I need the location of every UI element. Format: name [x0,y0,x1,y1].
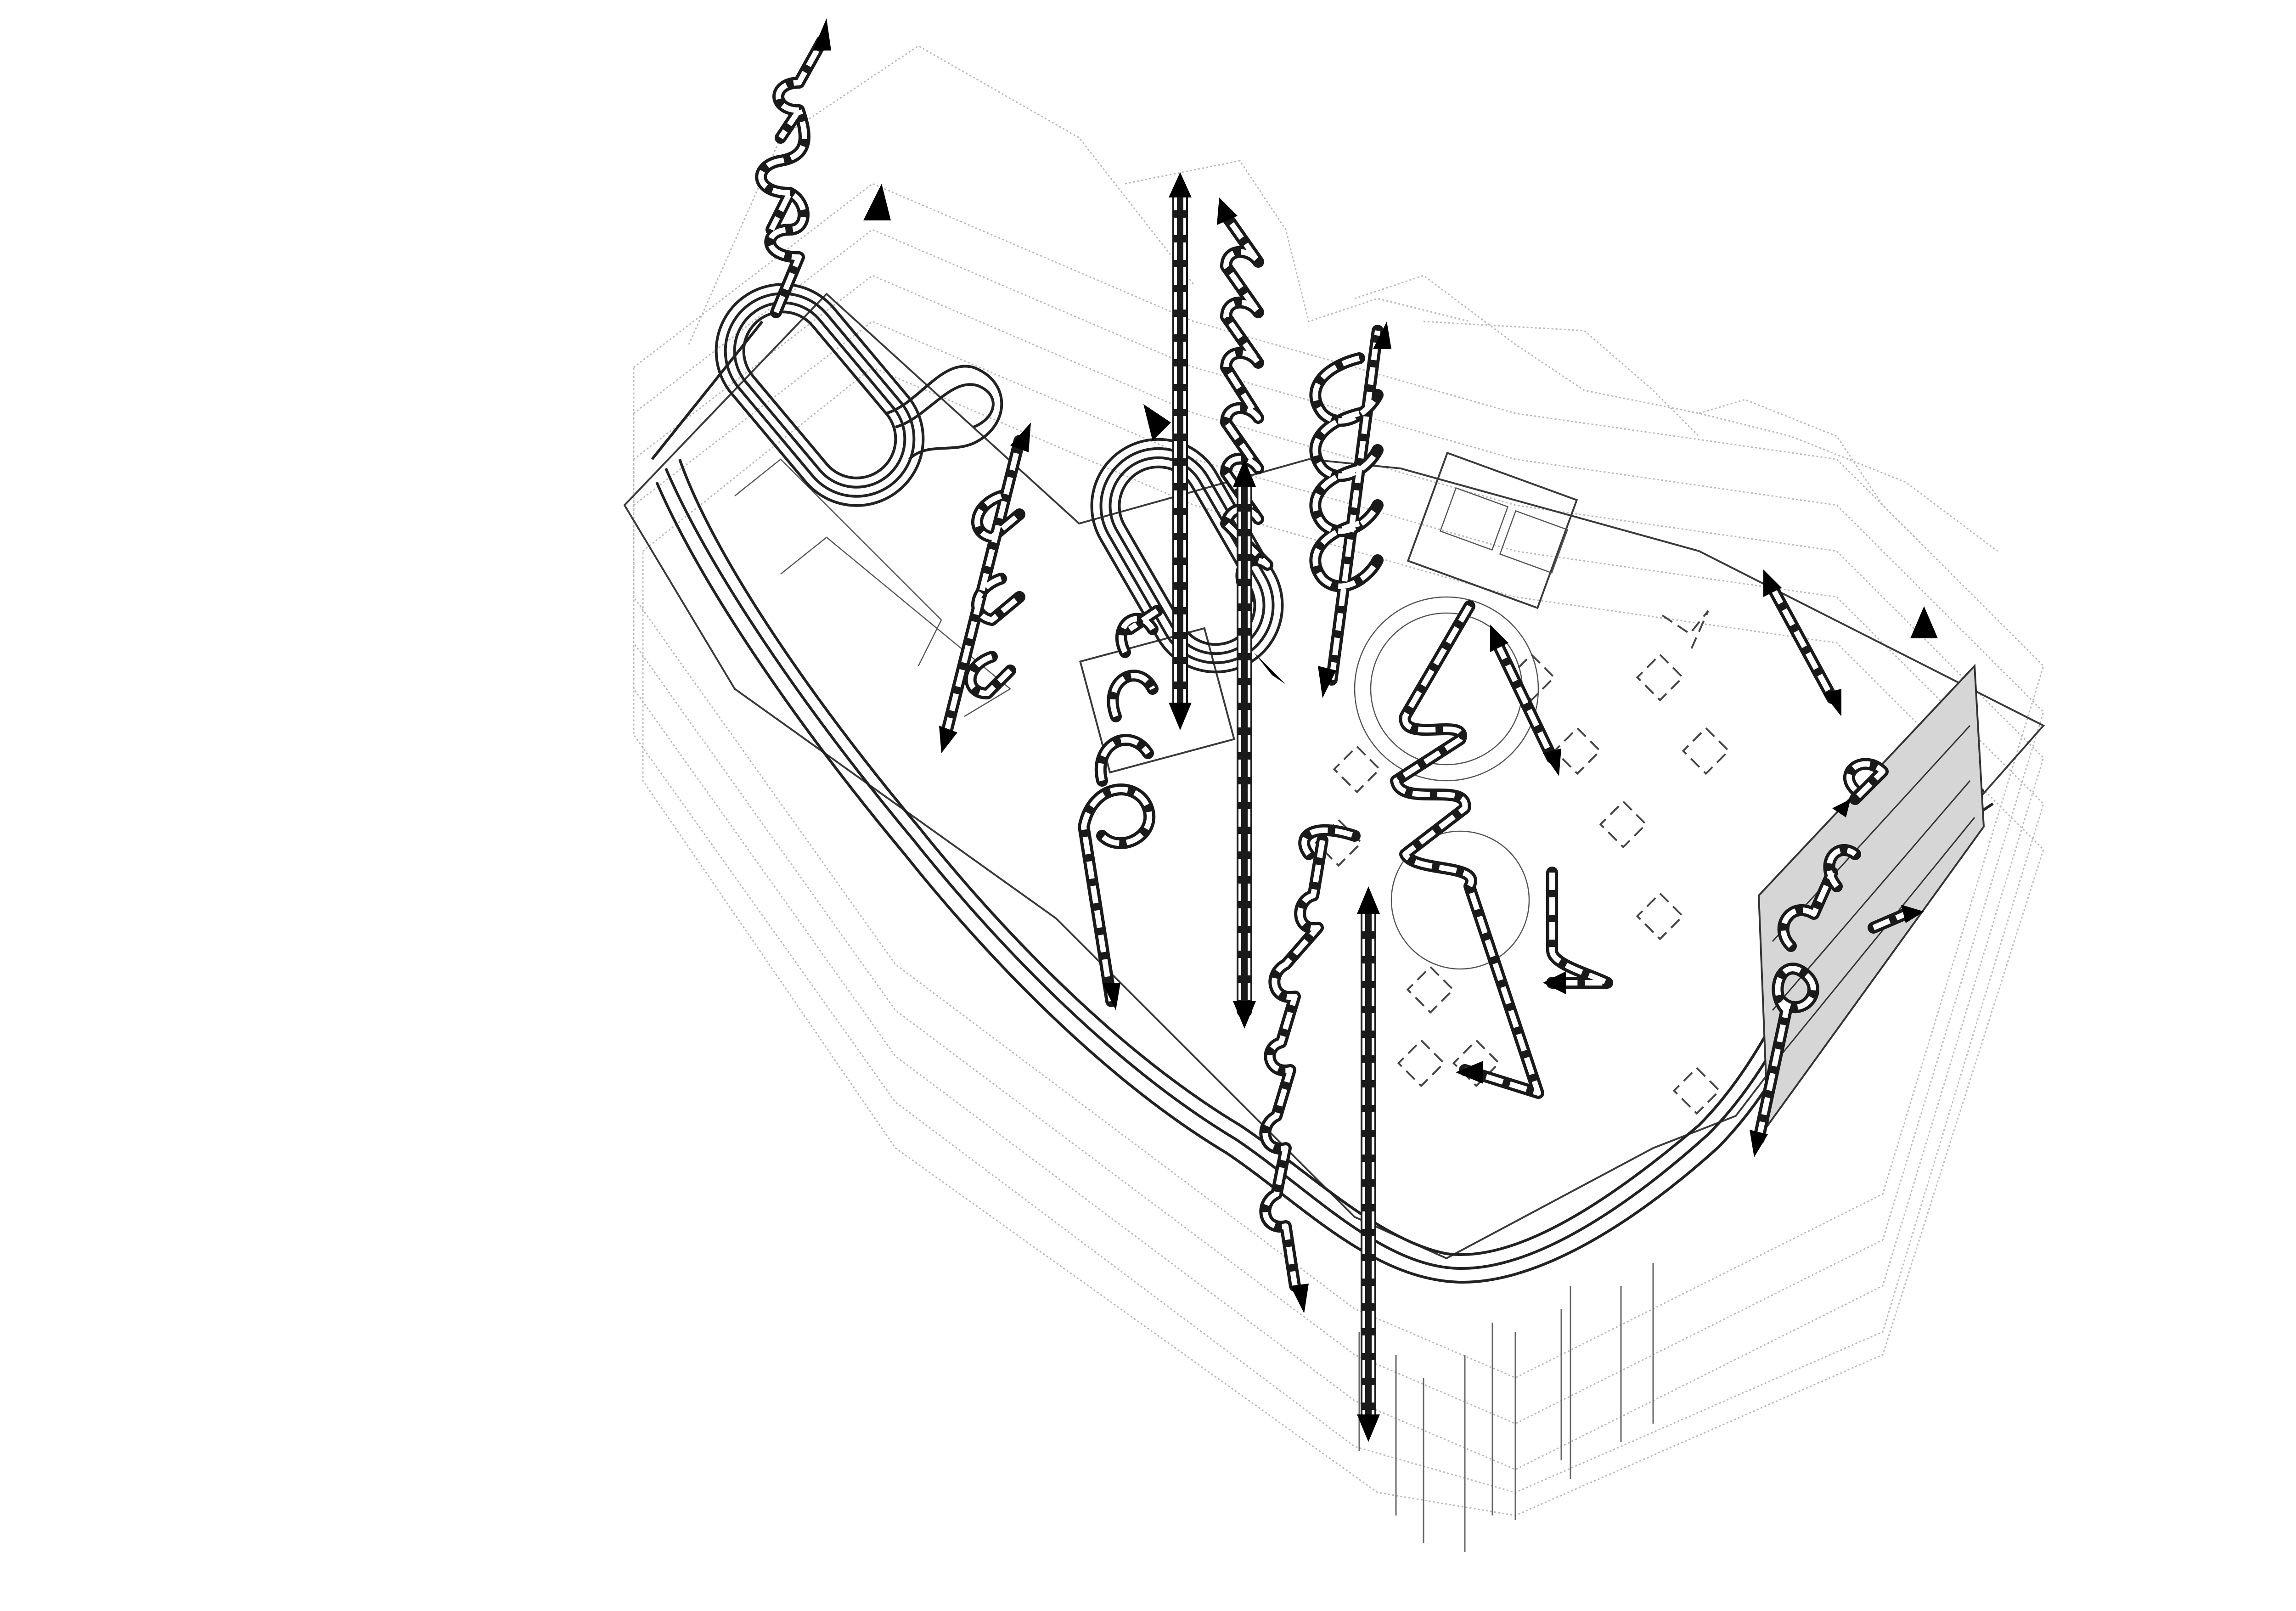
circulation-path-center-diag [1490,625,1561,776]
arrowhead-icon [1543,749,1561,776]
ghost-floor-plates [633,45,2044,1552]
arrowhead-icon [1763,569,1782,597]
circulation-path-p3 [1217,197,1273,603]
circulation-paths [755,18,1938,1442]
foundation-piles [1358,1263,1654,1552]
arrowhead-icon [813,18,831,51]
arrowhead-icon [1373,321,1391,349]
circulation-path-p8 [1750,758,1924,1157]
planter-squares [1314,610,1730,1115]
top-left-oval-coil [715,283,1003,507]
arrowhead-icon [1254,652,1286,684]
arrowhead-icon [1233,459,1256,487]
circulation-path-p10 [1390,600,1613,1099]
arrowhead-icon [1102,983,1120,1010]
circulation-path-p6 [1357,886,1380,1442]
arrowhead-icon [1010,422,1031,452]
circulation-path-p1 [755,18,831,318]
arrowhead-icon [1901,905,1924,923]
arrowhead-icon [1910,606,1938,638]
arrowhead-icon [1543,971,1566,994]
arrowhead-icon [1456,1061,1483,1084]
arrowhead-icon [863,184,891,220]
arrowhead-icon [1832,799,1851,817]
arrowhead-icon [1217,197,1238,225]
arrowhead-icon [939,726,957,753]
circulation-path-left-center [1078,605,1163,1010]
circulation-path-p2 [1169,172,1192,730]
circulation-path-p9 [1763,569,1841,716]
right-facade-hatch [1757,664,1985,1128]
arrowhead-icon [1823,689,1841,716]
circulation-path-p5 [1233,459,1256,1029]
circulation-path-coil-left [939,422,1031,753]
arrowhead-icon [1490,625,1508,652]
arrowhead-icon [1357,1414,1380,1442]
arrowhead-icon [1169,703,1192,730]
arrowhead-icon [1143,404,1171,441]
circulation-path-p7 [1259,824,1361,1313]
arrowhead-icon [1750,1130,1768,1157]
arrowhead-icon [1290,1284,1309,1313]
roof-plan [623,293,2045,1284]
arrowhead-icon [1169,172,1192,197]
arrowhead-icon [1357,886,1380,914]
arrowhead-icon [1233,1001,1256,1029]
circulation-path-p4 [1309,321,1391,698]
arrowhead-icon [1318,666,1336,698]
